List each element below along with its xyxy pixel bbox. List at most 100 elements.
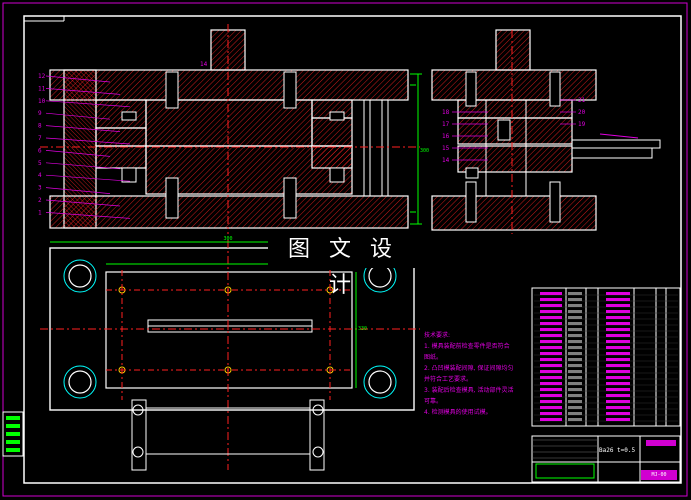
bom-cell-qty-14 xyxy=(568,376,582,379)
revision-cell-4 xyxy=(6,448,20,452)
bom-cell-mat-1 xyxy=(606,298,630,301)
bom-cell-mat-2 xyxy=(606,304,630,307)
bom-cell-name-14 xyxy=(540,376,562,379)
bom-cell-mat-21 xyxy=(606,418,630,421)
bom-cell-name-3 xyxy=(540,310,562,313)
side-lower-plate xyxy=(431,195,597,231)
bom-cell-mat-5 xyxy=(606,322,630,325)
bom-cell-qty-11 xyxy=(568,358,582,361)
bom-cell-qty-21 xyxy=(568,418,582,421)
side-upper-plate xyxy=(431,69,597,101)
revision-cell-3 xyxy=(6,440,20,444)
leader-line-2 xyxy=(45,199,121,207)
feed-guide-right xyxy=(309,399,325,471)
bom-cell-name-9 xyxy=(540,346,562,349)
leader-line-7 xyxy=(45,137,131,145)
bom-cell-mat-19 xyxy=(606,406,630,409)
feed-rail xyxy=(571,139,661,149)
technical-note-3: 2. 凸凹模装配间隙, 保证间隙均匀 xyxy=(424,365,514,372)
bom-cell-mat-15 xyxy=(606,382,630,385)
feed-pin-2 xyxy=(132,446,144,458)
bom-cell-name-7 xyxy=(540,334,562,337)
side-part-number-18: 18 xyxy=(442,109,450,116)
bom-cell-name-19 xyxy=(540,406,562,409)
side-leader-feed xyxy=(599,133,639,139)
bom-cell-qty-7 xyxy=(568,334,582,337)
technical-note-6: 可靠。 xyxy=(424,398,443,405)
upper-die-plate xyxy=(49,69,409,101)
bom-cell-name-13 xyxy=(540,370,562,373)
bom-cell-name-5 xyxy=(540,322,562,325)
part-number-5: 5 xyxy=(38,160,42,167)
bom-cell-qty-10 xyxy=(568,352,582,355)
bom-cell-mat-4 xyxy=(606,316,630,319)
part-number-9: 9 xyxy=(38,110,42,117)
bom-cell-mat-11 xyxy=(606,358,630,361)
bom-cell-qty-8 xyxy=(568,340,582,343)
bom-cell-qty-18 xyxy=(568,400,582,403)
leader-line-8 xyxy=(45,125,121,132)
part-number-12: 12 xyxy=(38,73,46,80)
bom-cell-qty-20 xyxy=(568,412,582,415)
revision-cell-1 xyxy=(6,424,20,428)
revision-cell-0 xyxy=(6,416,20,420)
bom-cell-mat-17 xyxy=(606,394,630,397)
revision-cell-2 xyxy=(6,432,20,436)
right-guide-bush xyxy=(363,99,389,197)
stripper-plate-right xyxy=(311,145,353,169)
bom-cell-name-16 xyxy=(540,388,562,391)
title-block-name-bar xyxy=(646,440,676,446)
part-number-6: 6 xyxy=(38,147,42,154)
technical-note-7: 4. 检测模具的使用试模。 xyxy=(424,409,492,416)
guide-hole-3 xyxy=(368,370,392,394)
leader-line-1 xyxy=(45,212,131,219)
part-number-8: 8 xyxy=(38,123,42,130)
lower-die-plate xyxy=(49,195,409,229)
bom-cell-mat-7 xyxy=(606,334,630,337)
bom-cell-name-15 xyxy=(540,382,562,385)
leader-line-4 xyxy=(45,174,131,182)
stripper-right xyxy=(311,117,353,147)
part-number-7: 7 xyxy=(38,135,42,142)
revision-box xyxy=(2,411,24,457)
side-stripper xyxy=(457,117,573,145)
bom-cell-mat-9 xyxy=(606,346,630,349)
screw-7 xyxy=(329,111,345,121)
bom-table xyxy=(531,287,681,427)
bom-cell-name-10 xyxy=(540,352,562,355)
side-part-number-14: 14 xyxy=(442,157,450,164)
bom-cell-qty-0 xyxy=(568,292,582,295)
side-part-number-r-19: 19 xyxy=(578,121,586,128)
technical-note-1: 1. 模具装配前检查零件是否符合 xyxy=(424,343,510,350)
bom-cell-name-6 xyxy=(540,328,562,331)
screw-1 xyxy=(165,177,179,219)
side-part-number-17: 17 xyxy=(442,121,450,128)
sheet-inner-border xyxy=(23,15,682,484)
screw-0 xyxy=(165,71,179,109)
bom-cell-mat-3 xyxy=(606,310,630,313)
bom-cell-qty-2 xyxy=(568,304,582,307)
stripper-plate-left xyxy=(95,145,147,169)
side-screw-5 xyxy=(497,119,511,141)
side-screw-4 xyxy=(465,167,479,179)
bom-cell-name-4 xyxy=(540,316,562,319)
bom-cell-name-17 xyxy=(540,394,562,397)
bom-cell-name-20 xyxy=(540,412,562,415)
screw-6 xyxy=(121,111,137,121)
bom-cell-name-11 xyxy=(540,358,562,361)
side-part-number-16: 16 xyxy=(442,133,450,140)
leader-line-5 xyxy=(45,162,121,170)
part-number-10: 10 xyxy=(38,98,46,105)
watermark-text: 图 文 设 计 xyxy=(268,232,418,298)
bom-cell-qty-19 xyxy=(568,406,582,409)
side-screw-1 xyxy=(549,71,561,107)
title-block-part-info: Ba26 t=0.5 xyxy=(599,447,636,454)
guide-hole-outer-3 xyxy=(363,365,397,399)
side-part-number-15: 15 xyxy=(442,145,450,152)
leader-line-9 xyxy=(45,112,111,120)
bom-cell-qty-16 xyxy=(568,388,582,391)
guide-hole-1 xyxy=(368,264,392,288)
bom-cell-qty-1 xyxy=(568,298,582,301)
bom-cell-mat-12 xyxy=(606,364,630,367)
